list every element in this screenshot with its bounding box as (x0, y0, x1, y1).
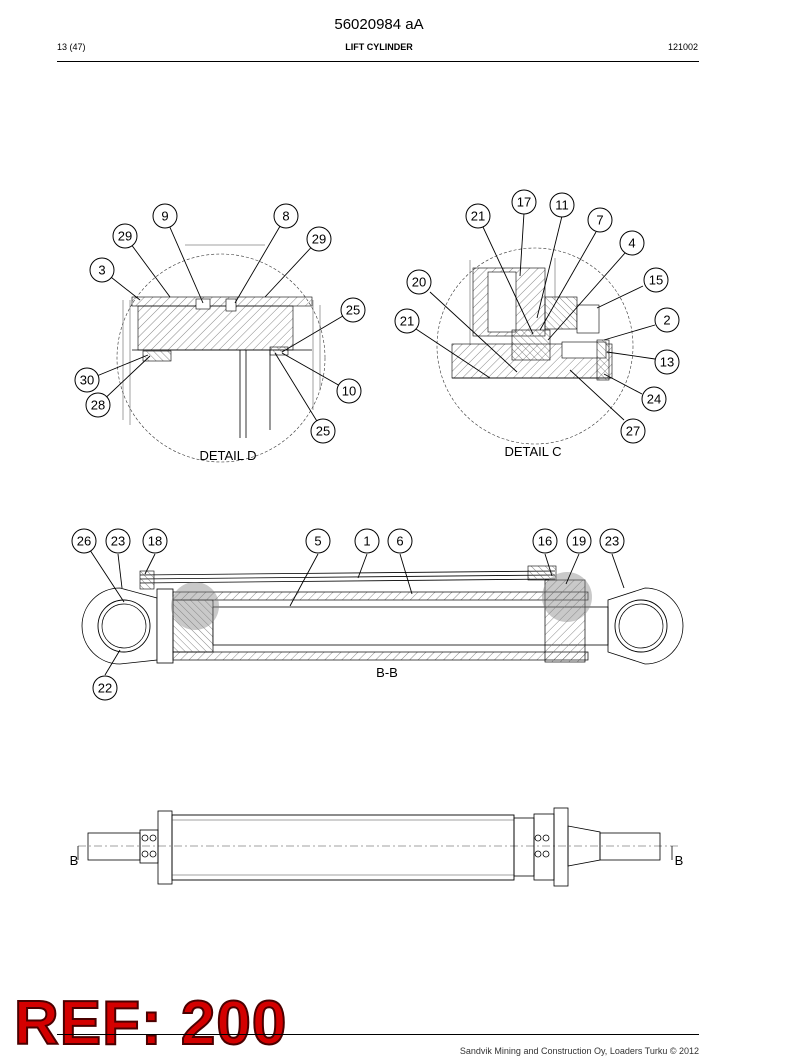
svg-text:27: 27 (626, 424, 640, 439)
callout: 16 (532, 528, 558, 554)
detail-c-drawing (436, 247, 634, 445)
reference-stamp: REF: 200 (13, 988, 288, 1059)
svg-text:5: 5 (314, 534, 321, 549)
svg-text:22: 22 (98, 681, 112, 696)
callout: 3 (89, 257, 115, 283)
svg-text:19: 19 (572, 534, 586, 549)
svg-text:25: 25 (316, 424, 330, 439)
document-number: 56020984 aA (334, 16, 424, 33)
page-title: LIFT CYLINDER (345, 42, 413, 52)
svg-text:30: 30 (80, 373, 94, 388)
callout: 29 (112, 223, 138, 249)
callout: 30 (74, 367, 100, 393)
callout: 9 (152, 203, 178, 229)
callout: 11 (549, 192, 575, 218)
svg-text:10: 10 (342, 384, 356, 399)
detail-c-leaders (415, 212, 656, 421)
svg-text:11: 11 (555, 198, 569, 213)
svg-text:28: 28 (91, 398, 105, 413)
footer-copyright: Sandvik Mining and Construction Oy, Load… (459, 1046, 699, 1056)
svg-text:16: 16 (538, 534, 552, 549)
callout: 23 (599, 528, 625, 554)
callout: 13 (654, 349, 680, 375)
svg-text:23: 23 (605, 534, 619, 549)
svg-text:29: 29 (312, 232, 326, 247)
detail-d-leaders (86, 215, 354, 432)
svg-text:17: 17 (517, 195, 531, 210)
detail-d-drawing (116, 244, 326, 463)
callout: 5 (305, 528, 331, 554)
callout: 15 (643, 267, 669, 293)
callout: 24 (641, 386, 667, 412)
detail-d-label: DETAIL D (199, 448, 256, 463)
callout: 27 (620, 418, 646, 444)
section-bb-drawing (81, 565, 684, 665)
callout: 7 (587, 207, 613, 233)
callout: 21 (465, 203, 491, 229)
detail-c-label: DETAIL C (504, 444, 561, 459)
svg-text:23: 23 (111, 534, 125, 549)
callout: 18 (142, 528, 168, 554)
callout: 23 (105, 528, 131, 554)
callout: 1 (354, 528, 380, 554)
section-bb-label: B-B (376, 665, 398, 680)
svg-text:26: 26 (77, 534, 91, 549)
svg-text:6: 6 (396, 534, 403, 549)
svg-text:20: 20 (412, 275, 426, 290)
svg-text:29: 29 (118, 229, 132, 244)
callout: 17 (511, 189, 537, 215)
callout: 22 (92, 675, 118, 701)
callout: 2 (654, 307, 680, 333)
svg-text:2: 2 (663, 313, 670, 328)
svg-text:21: 21 (400, 314, 414, 329)
document-code: 121002 (667, 42, 698, 52)
footer-rule (57, 1034, 699, 1035)
svg-text:13: 13 (660, 355, 674, 370)
svg-text:21: 21 (471, 209, 485, 224)
callout: 25 (310, 418, 336, 444)
svg-text:1: 1 (363, 534, 370, 549)
callout: 4 (619, 230, 645, 256)
svg-text:24: 24 (647, 392, 661, 407)
callout: 21 (394, 308, 420, 334)
svg-text:4: 4 (628, 236, 635, 251)
section-mark-right: B (675, 853, 684, 868)
callout: 26 (71, 528, 97, 554)
callout: 20 (406, 269, 432, 295)
callout: 29 (306, 226, 332, 252)
svg-text:9: 9 (161, 209, 168, 224)
section-mark-left: B (70, 853, 79, 868)
svg-text:18: 18 (148, 534, 162, 549)
callout: 8 (273, 203, 299, 229)
svg-text:8: 8 (282, 209, 289, 224)
svg-text:3: 3 (98, 263, 105, 278)
bottom-view-drawing (77, 807, 680, 887)
callout: 10 (336, 378, 362, 404)
page-number: 13 (47) (57, 42, 86, 52)
callout: 6 (387, 528, 413, 554)
callout: 28 (85, 392, 111, 418)
header-rule (57, 61, 699, 62)
svg-text:7: 7 (596, 213, 603, 228)
callout: 19 (566, 528, 592, 554)
callout: 25 (340, 297, 366, 323)
svg-text:15: 15 (649, 273, 663, 288)
svg-text:25: 25 (346, 303, 360, 318)
